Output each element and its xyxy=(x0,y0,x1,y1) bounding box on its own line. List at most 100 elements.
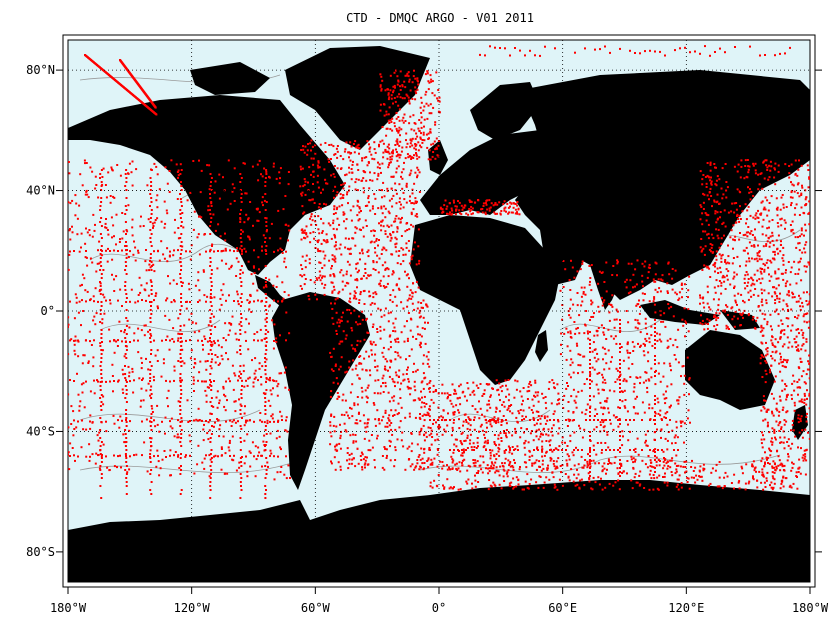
profile-point xyxy=(338,442,341,445)
profile-point xyxy=(420,96,423,99)
profile-point xyxy=(775,467,778,470)
profile-point xyxy=(787,291,790,294)
profile-point xyxy=(505,395,507,398)
profile-point xyxy=(787,261,790,263)
profile-point xyxy=(785,303,788,306)
profile-point xyxy=(173,300,176,303)
profile-point xyxy=(258,367,261,370)
profile-point xyxy=(671,429,674,432)
profile-point xyxy=(402,260,405,263)
profile-point xyxy=(762,334,765,337)
profile-point xyxy=(387,98,390,101)
profile-point xyxy=(534,381,537,384)
profile-point xyxy=(164,166,167,169)
profile-point xyxy=(185,307,188,310)
profile-point xyxy=(748,191,751,194)
profile-point xyxy=(333,235,336,237)
profile-point xyxy=(576,344,579,347)
profile-point xyxy=(301,287,303,290)
profile-point xyxy=(636,259,639,262)
profile-point xyxy=(352,237,355,240)
profile-point xyxy=(530,409,533,411)
profile-point xyxy=(791,424,794,426)
profile-point xyxy=(437,406,440,409)
profile-point xyxy=(414,200,417,203)
profile-point xyxy=(516,420,519,423)
profile-point xyxy=(389,158,392,161)
profile-point xyxy=(505,429,508,431)
profile-point xyxy=(733,271,736,274)
profile-point xyxy=(387,320,390,323)
profile-point xyxy=(759,267,762,270)
profile-point xyxy=(414,90,417,93)
profile-point xyxy=(405,246,408,249)
profile-point xyxy=(279,446,282,449)
profile-point xyxy=(659,314,662,317)
profile-point xyxy=(120,330,123,333)
profile-point xyxy=(428,112,431,115)
profile-point xyxy=(398,119,401,122)
profile-point xyxy=(659,409,662,412)
profile-point xyxy=(752,164,755,167)
profile-point xyxy=(660,436,662,439)
profile-point xyxy=(451,461,454,464)
profile-point xyxy=(469,433,472,436)
profile-point xyxy=(251,165,254,168)
profile-point xyxy=(523,446,526,449)
profile-point xyxy=(520,403,523,406)
profile-point xyxy=(477,481,480,483)
profile-point xyxy=(355,227,358,230)
profile-point xyxy=(233,167,236,170)
profile-point xyxy=(660,340,663,343)
profile-point xyxy=(192,160,195,162)
profile-point xyxy=(410,202,413,205)
profile-point xyxy=(393,97,396,99)
profile-point xyxy=(604,486,607,489)
profile-point xyxy=(675,454,678,457)
profile-point xyxy=(392,89,395,92)
profile-point xyxy=(587,464,590,467)
profile-point xyxy=(458,212,461,215)
profile-point xyxy=(137,251,140,254)
profile-point xyxy=(656,397,659,400)
profile-point xyxy=(202,270,205,273)
profile-point xyxy=(786,280,789,283)
profile-point xyxy=(271,417,274,420)
profile-point xyxy=(360,362,363,365)
profile-point xyxy=(616,369,619,372)
profile-point xyxy=(625,379,628,382)
profile-point xyxy=(319,250,322,253)
profile-point xyxy=(181,281,184,284)
profile-point xyxy=(641,280,644,283)
profile-point xyxy=(272,387,274,390)
profile-point xyxy=(247,217,250,220)
profile-point xyxy=(68,161,70,163)
profile-point xyxy=(115,275,118,278)
profile-point xyxy=(797,348,800,351)
profile-point xyxy=(370,434,373,436)
profile-point xyxy=(495,458,498,461)
profile-point xyxy=(334,185,337,188)
profile-point xyxy=(778,362,781,365)
profile-point xyxy=(487,488,490,491)
profile-point xyxy=(793,409,796,412)
profile-point xyxy=(453,388,456,391)
profile-point xyxy=(333,233,336,236)
profile-point xyxy=(755,319,758,322)
profile-point xyxy=(773,345,776,348)
profile-point xyxy=(390,197,393,200)
profile-point xyxy=(759,330,762,333)
profile-point xyxy=(366,396,369,399)
profile-point xyxy=(725,304,727,307)
profile-point xyxy=(283,257,286,260)
profile-point xyxy=(408,174,411,177)
profile-point xyxy=(105,218,107,220)
profile-point xyxy=(766,458,768,461)
profile-point xyxy=(637,342,639,345)
profile-point xyxy=(735,273,738,276)
profile-point xyxy=(439,426,442,429)
profile-point xyxy=(224,322,227,325)
profile-point xyxy=(749,289,752,292)
profile-point xyxy=(657,401,660,404)
profile-point xyxy=(258,211,261,214)
